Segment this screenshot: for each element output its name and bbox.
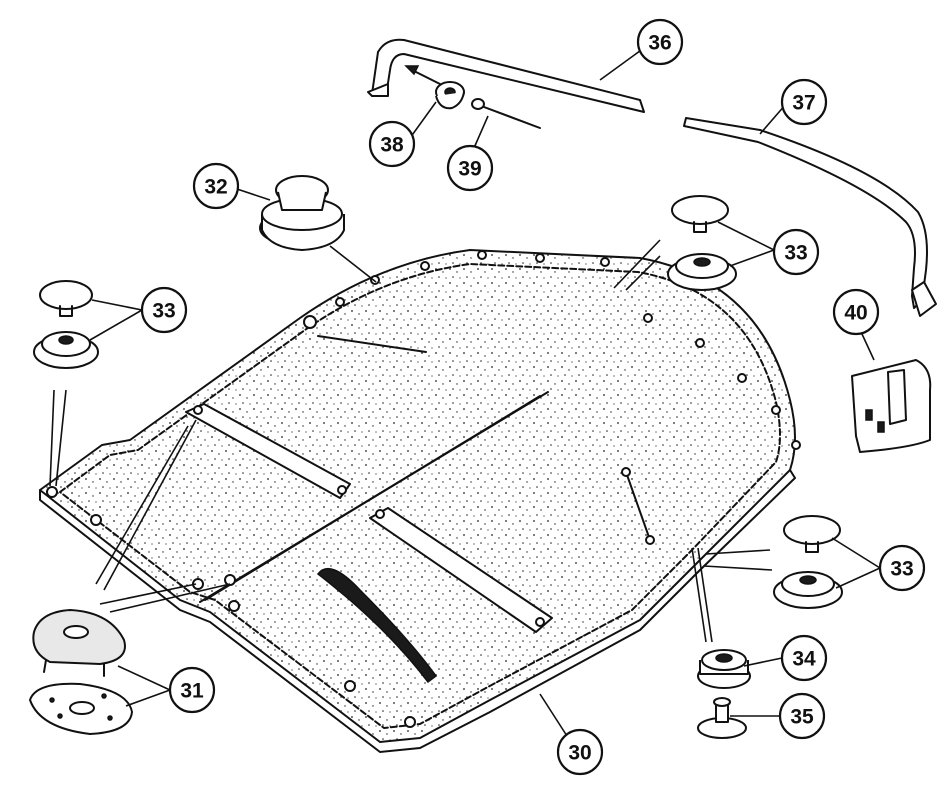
turn-button-fastener (259, 175, 345, 251)
callout-37: 37 (780, 78, 828, 126)
cover-strap-right (369, 507, 553, 633)
rim-eyelets (46, 250, 801, 728)
hood-bow-left (367, 38, 645, 113)
callout-38-label: 38 (380, 134, 404, 157)
callout-31-label: 31 (180, 680, 204, 703)
callout-33-left: 33 (140, 286, 188, 334)
fastener-plate-assembly (29, 608, 133, 735)
callout-40: 40 (832, 288, 880, 336)
callout-33-bottom-right: 33 (878, 544, 926, 592)
callout-35: 35 (778, 692, 826, 740)
callout-32: 32 (192, 162, 240, 210)
callout-33-top-right-label: 33 (784, 242, 807, 265)
snap-fastener-set-top-right (667, 195, 737, 291)
callout-31: 31 (168, 666, 216, 714)
stay-rod-top (317, 335, 427, 353)
stud-nut (697, 649, 751, 689)
callout-38: 38 (368, 120, 416, 168)
callout-30-label: 30 (568, 742, 591, 765)
callout-33-bottom-right-label: 33 (890, 558, 913, 581)
tonneau-cover-panel (39, 249, 801, 753)
leader-lines (49, 47, 881, 751)
assembly-arrow (411, 69, 441, 85)
callout-36: 36 (636, 18, 684, 66)
bow-pin (471, 98, 541, 129)
callout-33-left-label: 33 (152, 300, 175, 323)
callout-34: 34 (780, 634, 828, 682)
callout-33-top-right: 33 (772, 228, 820, 276)
stay-rod-right (625, 471, 651, 541)
callout-37-label: 37 (792, 92, 815, 115)
bow-bush (435, 81, 465, 110)
callout-39: 39 (446, 144, 494, 192)
snap-fastener-set-left (33, 280, 99, 369)
stud-screw (697, 697, 747, 739)
callout-36-label: 36 (648, 32, 671, 55)
cover-strap-left (185, 403, 351, 499)
hood-bow-right (683, 117, 937, 317)
callout-34-label: 34 (792, 648, 816, 671)
callout-40-label: 40 (844, 302, 867, 325)
snap-fastener-set-bottom-right (773, 515, 843, 609)
callout-32-label: 32 (204, 176, 227, 199)
hood-bracket (851, 359, 932, 453)
callout-30: 30 (556, 728, 604, 776)
callout-35-label: 35 (790, 706, 814, 729)
cover-handle (316, 568, 438, 684)
callout-39-label: 39 (458, 158, 481, 181)
